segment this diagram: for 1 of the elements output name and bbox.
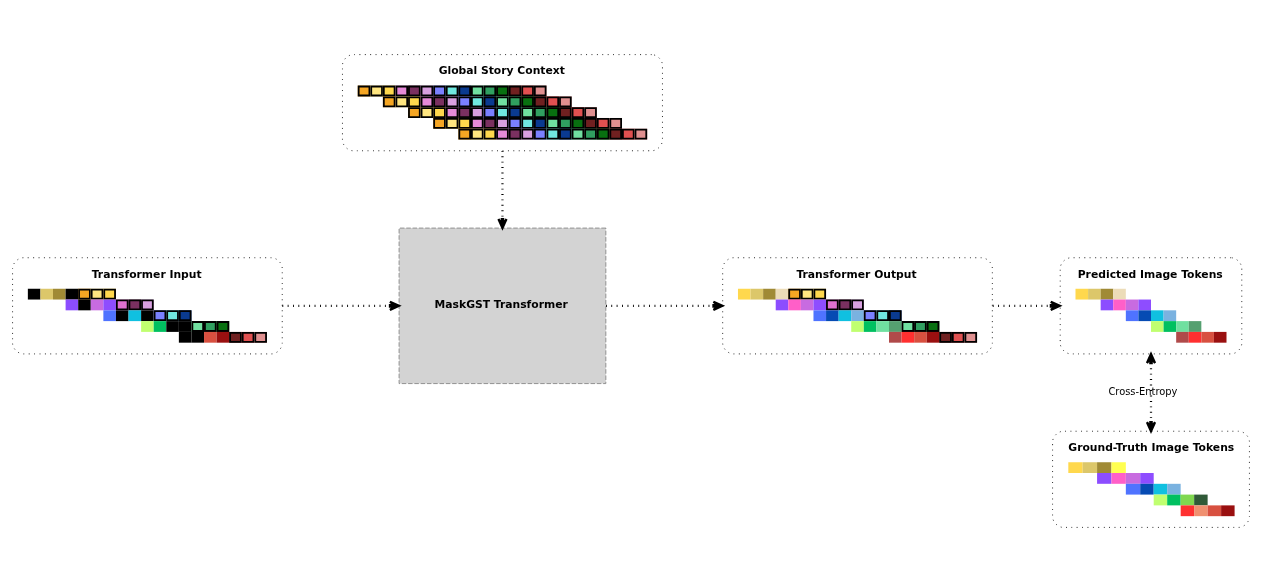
edge-label: Cross-Entropy — [1108, 385, 1178, 397]
